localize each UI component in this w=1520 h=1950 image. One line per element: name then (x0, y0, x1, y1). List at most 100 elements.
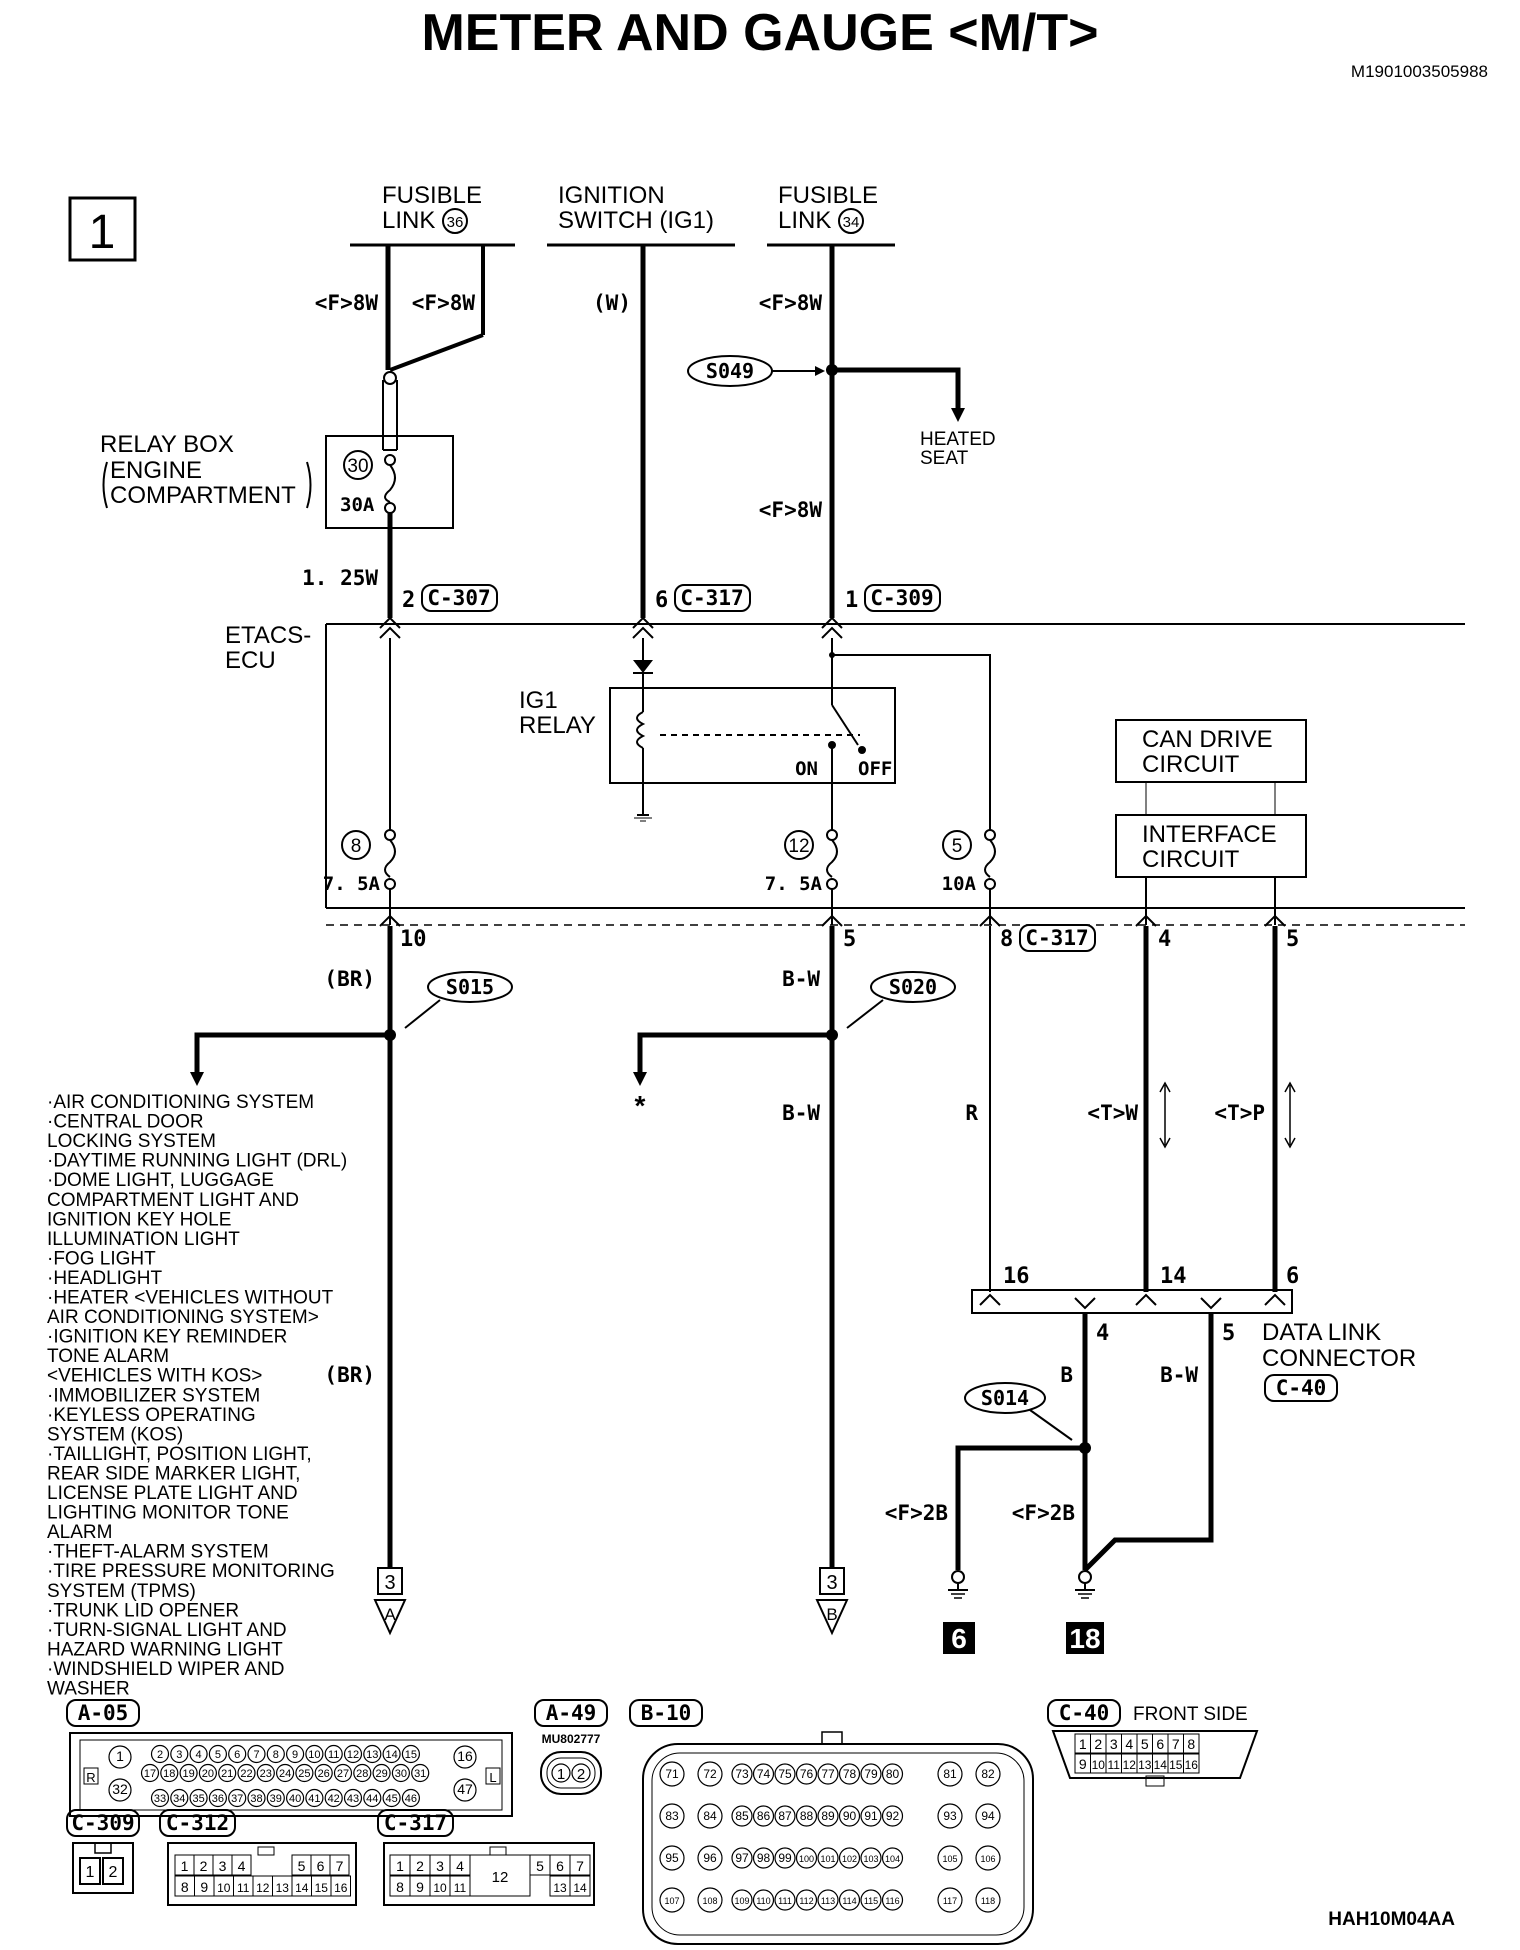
system-item: ·TURN-SIGNAL LIGHT AND (47, 1620, 287, 1641)
a05-label-text: A-05 (78, 1701, 129, 1725)
b10-pin-circle (752, 1889, 775, 1911)
b10-pin-circle (774, 1805, 796, 1827)
b10-pin-circle (795, 1805, 818, 1827)
b10-pin-circle (795, 1847, 818, 1869)
a05-pin-circle (372, 1763, 391, 1783)
b10-pin: 85 (735, 1809, 749, 1823)
a05-pin: 43 (347, 1793, 359, 1805)
system-item: LIGHTING MONITOR TONE (47, 1503, 289, 1524)
conn-c317-out-box (1019, 924, 1096, 952)
a05-pin: 42 (328, 1793, 340, 1805)
c40-pin: 5 (1141, 1736, 1149, 1752)
b10-pin-circle (817, 1805, 839, 1827)
b10-pin: 113 (821, 1896, 835, 1906)
svg-text:12: 12 (788, 836, 809, 857)
svg-text:18: 18 (1069, 1623, 1100, 1654)
svg-text:A: A (384, 1605, 396, 1624)
svg-text:INTERFACE: INTERFACE (1142, 821, 1277, 848)
a05-pin: 2 (157, 1749, 163, 1761)
data-link-connector-body (971, 1289, 1293, 1314)
a05-pin: 35 (192, 1793, 204, 1805)
a05-pin-circle (401, 1788, 420, 1808)
splice-s049-pointer-head (815, 366, 825, 376)
svg-text:COMPARTMENT: COMPARTMENT (110, 482, 296, 509)
b10-pin: 98 (757, 1851, 771, 1865)
a05-pin-circle (228, 1744, 247, 1764)
a05-pin: 33 (154, 1793, 166, 1805)
c40-pin: 1 (1079, 1736, 1087, 1752)
a05-pin: 6 (234, 1749, 240, 1761)
svg-text:FUSIBLE: FUSIBLE (778, 182, 878, 209)
b10-pin: 100 (799, 1854, 814, 1864)
system-item: ·CENTRAL DOOR (47, 1112, 204, 1133)
a05-pin-circle (160, 1763, 179, 1783)
svg-text:IG1: IG1 (519, 687, 558, 714)
fl36-wires (382, 245, 485, 451)
a05-pin-circle (228, 1788, 247, 1808)
a49-pin: 1 (557, 1766, 565, 1783)
b10-pin: 104 (885, 1854, 900, 1864)
system-item: ·KEYLESS OPERATING (47, 1405, 256, 1426)
b10-pin-circle (774, 1847, 796, 1869)
c317-pin: 4 (456, 1858, 464, 1874)
b10-pin: 96 (703, 1851, 717, 1865)
c40-pin: 9 (1079, 1756, 1087, 1772)
b10-pin: 79 (864, 1767, 878, 1781)
a05-pin: 46 (405, 1793, 417, 1805)
a49-label-text: A-49 (546, 1701, 597, 1725)
a05-pin-circle (247, 1744, 266, 1764)
b10-pin: 95 (665, 1851, 679, 1865)
b10-pin-circle (774, 1889, 796, 1911)
c317-pin: 13 (553, 1881, 567, 1895)
svg-text:HEATED: HEATED (920, 429, 996, 450)
splice-s020-label: S020 (889, 975, 937, 999)
ecu-internal-wire-5 (832, 654, 991, 830)
a05-pin-circle (453, 1778, 477, 1802)
b10-pin-circle (697, 1887, 723, 1913)
system-item: COMPARTMENT LIGHT AND (47, 1190, 299, 1211)
system-item: LICENSE PLATE LIGHT AND (47, 1483, 298, 1504)
b10-pin-circle (975, 1845, 1001, 1871)
b10-pin: 110 (756, 1896, 770, 1906)
ecu-input-chevrons (379, 616, 843, 639)
b10-label-text: B-10 (641, 1701, 692, 1725)
a05-pin-circle (305, 1788, 324, 1808)
c312-pin: 5 (298, 1858, 306, 1874)
s020-branch-arrow (633, 1072, 647, 1086)
system-item: ·FOG LIGHT (47, 1248, 156, 1269)
svg-text:CONNECTOR: CONNECTOR (1262, 1345, 1416, 1372)
wire-label-bw-top: B-W (782, 967, 820, 991)
a05-pin-circle (150, 1788, 170, 1808)
conn-c317-top-box (674, 584, 751, 612)
wire-label-w: (W) (593, 291, 631, 315)
c317-pin: 14 (573, 1881, 587, 1895)
a05-pin: 4 (196, 1749, 202, 1761)
a05-pin: 27 (337, 1768, 349, 1780)
ecu-pin-6: 6 (655, 588, 668, 613)
ecu-fuse-8: 8 7. 5A (323, 829, 396, 895)
c40-pin: 8 (1187, 1736, 1195, 1752)
svg-text:ECU: ECU (225, 647, 276, 674)
b10-pin-circle (975, 1761, 1001, 1787)
c40-label-box (1047, 1699, 1121, 1727)
b10-pin: 92 (886, 1809, 900, 1823)
systems-list: ·AIR CONDITIONING SYSTEM·CENTRAL DOOR LO… (47, 1092, 347, 1700)
ecu-output-chevrons (379, 914, 1286, 927)
a05-pin: 17 (144, 1768, 156, 1780)
system-item: ·TAILLIGHT, POSITION LIGHT, (47, 1444, 312, 1465)
a05-pin-circle (237, 1763, 256, 1783)
b10-pin-circle (860, 1847, 882, 1869)
continue-to-3a: 3 A (373, 1567, 407, 1636)
wire-label-f8w-d: <F>8W (759, 498, 823, 522)
ecu-fuse-drops (389, 889, 991, 925)
b10-pin: 118 (981, 1896, 995, 1906)
c312-pin: 16 (334, 1881, 348, 1895)
a05-pin-circle (247, 1788, 266, 1808)
ig1-relay-label: IG1 RELAY (519, 687, 596, 739)
can-h-bidirectional-icon (1159, 1081, 1171, 1149)
svg-text:DATA LINK: DATA LINK (1262, 1319, 1381, 1346)
a05-pin: 14 (385, 1749, 397, 1761)
